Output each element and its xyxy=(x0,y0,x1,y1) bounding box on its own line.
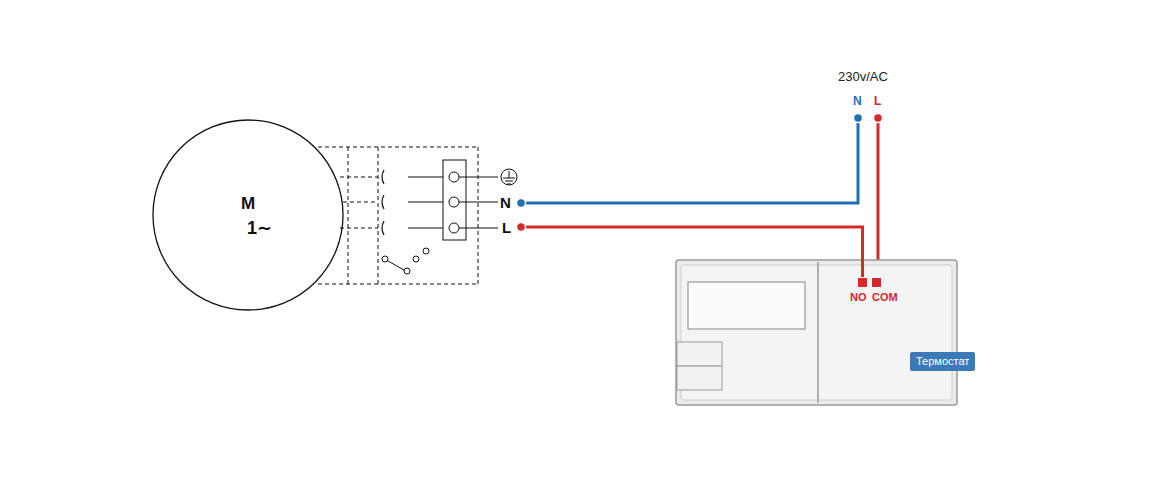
switch-symbol xyxy=(382,248,429,274)
motor-node: M 1∼ xyxy=(150,112,521,318)
terminal-screws xyxy=(449,172,498,233)
thermostat-node: ТермостатNOCOM xyxy=(676,260,957,405)
supply-dot xyxy=(874,114,883,123)
terminal-dot xyxy=(517,199,526,208)
terminal-no-node: NO xyxy=(857,277,868,288)
thermostat-text: Термостат xyxy=(910,352,975,371)
supply-n: N xyxy=(853,95,862,107)
live-wire xyxy=(521,227,863,277)
neutral-wire xyxy=(521,118,858,203)
contacts xyxy=(382,170,443,235)
motor-text: M xyxy=(241,195,255,212)
terminal-com-text: COM xyxy=(872,292,898,303)
terminal-dot xyxy=(517,223,526,232)
thermostat-body xyxy=(676,260,957,405)
terminal-no-text: NO xyxy=(850,292,867,303)
motor-housing xyxy=(318,147,478,284)
ground-symbol xyxy=(501,169,517,185)
supply-l: L xyxy=(874,95,881,107)
wire-connector xyxy=(517,223,863,278)
motor-circle xyxy=(153,120,343,310)
thermostat-divider xyxy=(817,262,819,403)
thermostat-button xyxy=(677,342,722,366)
supply-dot xyxy=(854,114,863,123)
terminal-l: L xyxy=(502,220,511,235)
thermostat-button xyxy=(677,366,722,390)
live-wire xyxy=(877,118,880,277)
thermostat-display xyxy=(688,282,805,329)
motor-text: 1∼ xyxy=(247,219,272,237)
supply-label: 230v/AC xyxy=(838,70,888,83)
terminal-com-node: COM xyxy=(871,277,882,288)
terminal-n: N xyxy=(500,195,511,210)
